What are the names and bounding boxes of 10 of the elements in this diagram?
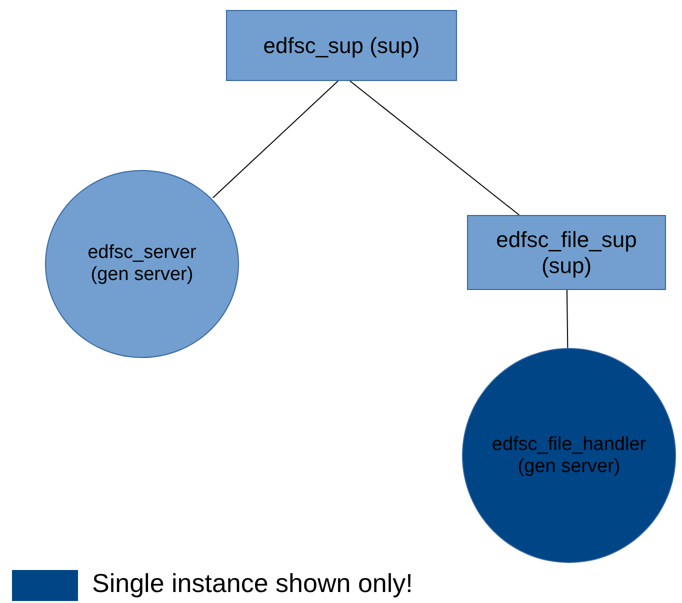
connector-line xyxy=(350,80,520,216)
node-label: edfsc_server (gen server) xyxy=(86,242,198,286)
supervisor-box xyxy=(226,10,457,81)
node-label: edfsc_file_sup (sup) xyxy=(495,226,638,278)
node-label: edfsc_sup (sup) xyxy=(263,32,420,58)
node-label: edfsc_file_handler (gen server) xyxy=(490,434,648,478)
connector-line xyxy=(566,290,568,349)
supervisor-box xyxy=(467,215,666,290)
connector-line xyxy=(212,80,338,198)
legend-label: Single instance shown only! xyxy=(92,568,413,599)
